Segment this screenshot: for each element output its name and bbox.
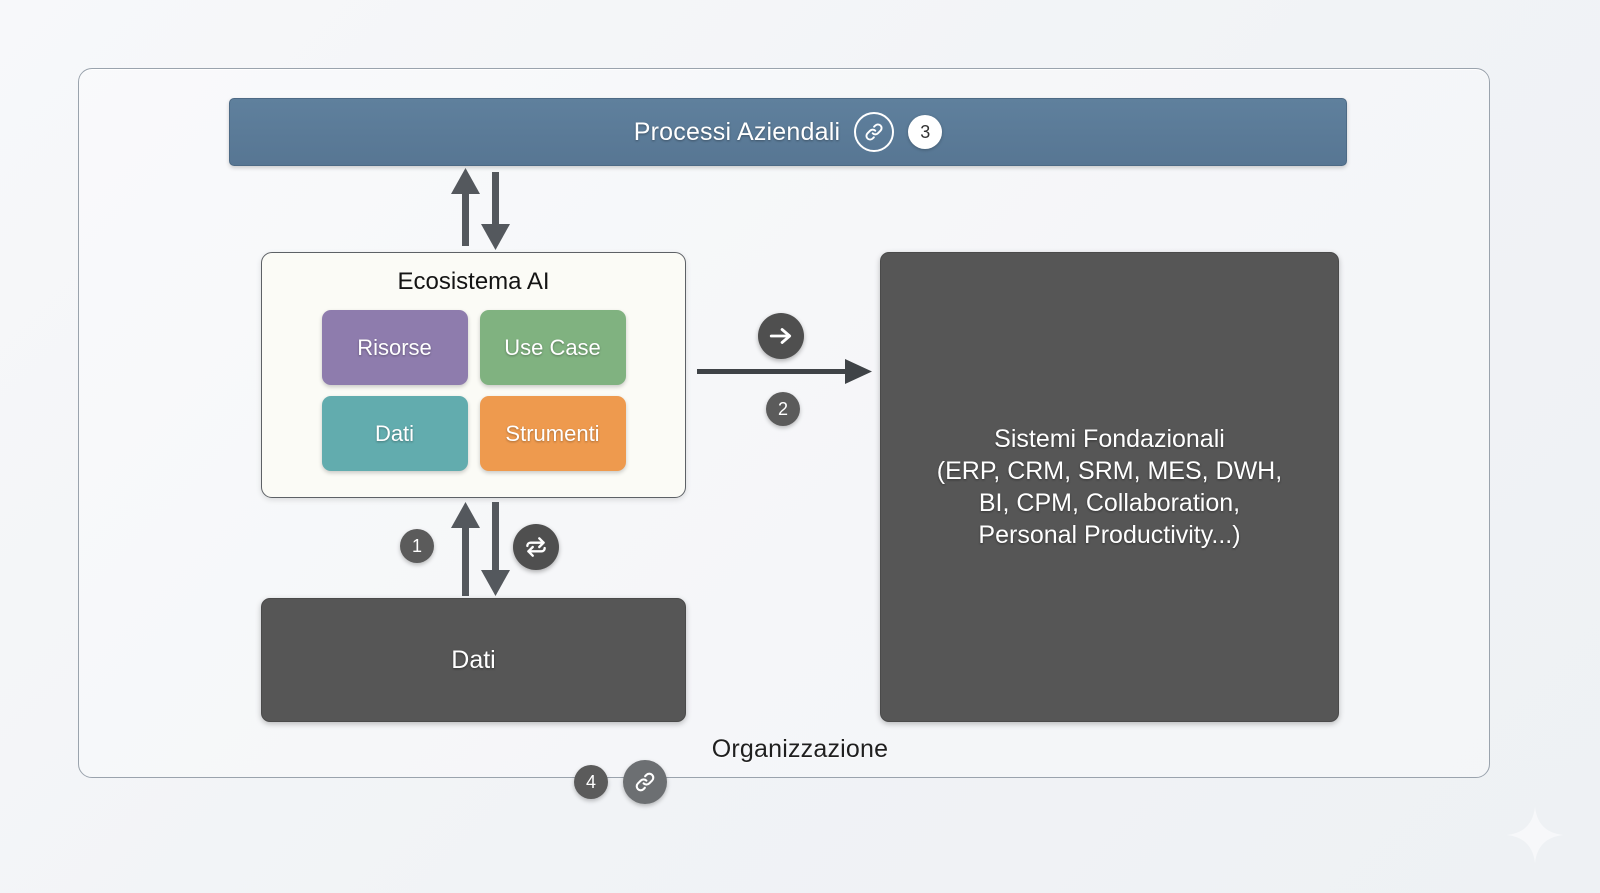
tile-dati[interactable]: Dati <box>321 396 468 471</box>
badge-4: 4 <box>574 765 608 799</box>
processi-aziendali-bar[interactable]: Processi Aziendali 3 <box>229 98 1347 166</box>
sistemi-line-3: BI, CPM, Collaboration, <box>978 489 1241 517</box>
tile-strumenti-label: Strumenti <box>505 420 600 446</box>
tile-use-case[interactable]: Use Case <box>479 310 626 385</box>
processi-aziendali-label: Processi Aziendali <box>633 117 841 146</box>
arrow-up-icon <box>451 502 480 596</box>
connector-ecosistema-sistemi <box>697 305 872 390</box>
arrow-right-line-icon <box>697 359 872 384</box>
sistemi-line-4: Personal Productivity...) <box>978 521 1241 549</box>
link-icon[interactable] <box>854 112 895 152</box>
ecosistema-ai-title: Ecosistema AI <box>397 268 550 295</box>
connector-processi-ecosistema <box>440 168 518 255</box>
sistemi-line-2: (ERP, CRM, SRM, MES, DWH, <box>936 457 1283 485</box>
sistemi-line-1: Sistemi Fondazionali <box>994 425 1225 453</box>
tile-risorse-label: Risorse <box>357 334 432 360</box>
connector-ecosistema-dati <box>440 500 518 601</box>
dati-box-label: Dati <box>451 645 496 674</box>
ecosistema-ai-card[interactable]: Ecosistema AI Risorse Use Case Dati Stru… <box>261 252 686 498</box>
arrow-up-icon <box>451 168 480 246</box>
tile-use-case-label: Use Case <box>504 334 601 360</box>
arrow-right-icon[interactable] <box>758 313 804 359</box>
tile-strumenti[interactable]: Strumenti <box>479 396 626 471</box>
ecosistema-ai-tiles: Risorse Use Case Dati Strumenti <box>262 310 685 471</box>
badge-2: 2 <box>766 392 800 426</box>
tile-risorse[interactable]: Risorse <box>321 310 468 385</box>
sparkle-icon <box>1506 806 1564 864</box>
tile-dati-label: Dati <box>374 420 415 446</box>
badge-1: 1 <box>400 529 434 563</box>
sistemi-fondazionali-box[interactable]: Sistemi Fondazionali (ERP, CRM, SRM, MES… <box>880 252 1339 722</box>
organizzazione-label: Organizzazione <box>711 735 889 763</box>
dati-box[interactable]: Dati <box>261 598 686 722</box>
badge-3: 3 <box>908 115 943 149</box>
sistemi-fondazionali-text: Sistemi Fondazionali (ERP, CRM, SRM, MES… <box>937 423 1282 551</box>
arrow-down-icon <box>481 172 510 250</box>
sync-exchange-icon[interactable] <box>513 524 559 570</box>
arrow-down-icon <box>481 502 510 596</box>
link-icon[interactable] <box>623 760 667 804</box>
